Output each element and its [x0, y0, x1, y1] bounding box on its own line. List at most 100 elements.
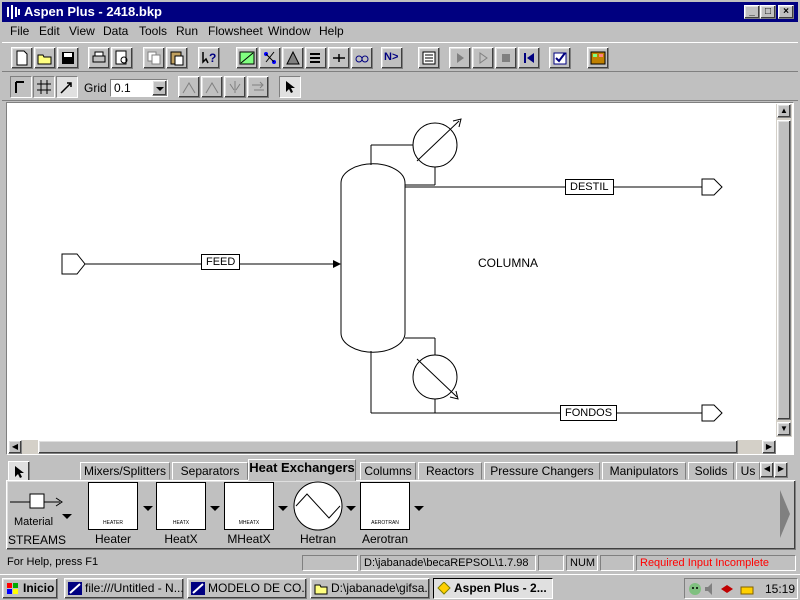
material-stream-icon[interactable] [10, 490, 64, 514]
palette-scroll-right-icon[interactable] [778, 486, 792, 542]
setup-button[interactable] [282, 47, 304, 69]
model-mheatx[interactable]: MHEATX [224, 482, 274, 530]
menu-view[interactable]: View [69, 24, 95, 38]
horizontal-scrollbar[interactable]: ◀ ▶ [8, 440, 776, 454]
model-heater[interactable]: HEATER [88, 482, 138, 530]
vertical-scrollbar[interactable]: ▲ ▼ [776, 104, 792, 437]
horizontal-scroll-thumb[interactable] [38, 440, 738, 454]
step-button[interactable] [472, 47, 494, 69]
copy-button[interactable] [143, 47, 165, 69]
tab-mixers-splitters[interactable]: Mixers/Splitters [80, 462, 170, 480]
model-library-button[interactable] [587, 47, 609, 69]
window-title: Aspen Plus - 2418.bkp [24, 4, 162, 19]
run-button[interactable] [449, 47, 471, 69]
taskbar-item-folder[interactable]: D:\jabanade\gifsa... [310, 578, 430, 599]
columna-block[interactable] [340, 163, 406, 353]
check-results-button[interactable] [549, 47, 571, 69]
flip-button[interactable] [224, 76, 246, 98]
vertical-scroll-thumb[interactable] [777, 120, 791, 420]
fondos-stream-label[interactable]: FONDOS [560, 405, 618, 421]
stream-type-dropdown-icon[interactable] [62, 514, 72, 519]
model-aerotran[interactable]: AEROTRAN [360, 482, 410, 530]
tray-network-icon[interactable] [721, 585, 733, 593]
tab-scroll-right-icon[interactable]: ▶ [774, 462, 788, 478]
menu-window[interactable]: Window [268, 24, 311, 38]
heatx-dropdown-icon[interactable] [210, 506, 220, 511]
next-button[interactable]: N> [381, 47, 403, 69]
hetran-dropdown-icon[interactable] [346, 506, 356, 511]
streams-button[interactable] [351, 47, 373, 69]
new-button[interactable] [11, 47, 33, 69]
taskbar-item-modelo[interactable]: MODELO DE CO... [187, 578, 307, 599]
tab-reactors[interactable]: Reactors [418, 462, 482, 480]
menu-data[interactable]: Data [103, 24, 129, 38]
taskbar-item-folder-label: D:\jabanade\gifsa... [331, 581, 430, 595]
print-button[interactable] [88, 47, 110, 69]
tab-scroll-left-icon[interactable]: ◀ [760, 462, 774, 478]
mheatx-dropdown-icon[interactable] [278, 506, 288, 511]
start-button[interactable]: Inicio [2, 578, 58, 599]
heater-dropdown-icon[interactable] [143, 506, 153, 511]
tab-manipulators[interactable]: Manipulators [602, 462, 686, 480]
fondos-product-arrow-icon[interactable] [701, 404, 723, 422]
tab-pressure-changers[interactable]: Pressure Changers [484, 462, 600, 480]
aspen-app-icon[interactable] [6, 5, 20, 19]
stop-button[interactable] [495, 47, 517, 69]
data-browser-button[interactable] [236, 47, 258, 69]
feed-source-arrow-icon[interactable] [61, 253, 86, 275]
reinitialize-button[interactable] [518, 47, 540, 69]
columna-block-label[interactable]: COLUMNA [478, 256, 539, 270]
destil-stream-label[interactable]: DESTIL [565, 179, 614, 195]
menu-flowsheet[interactable]: Flowsheet [208, 24, 263, 38]
control-panel-button[interactable] [418, 47, 440, 69]
scroll-down-icon[interactable]: ▼ [777, 422, 791, 436]
flowsheet-button[interactable] [259, 47, 281, 69]
flowsheet-canvas[interactable]: FEED DESTIL FONDOS COLUMNA [6, 102, 794, 455]
menu-help[interactable]: Help [319, 24, 344, 38]
menu-edit[interactable]: Edit [39, 24, 60, 38]
aerotran-dropdown-icon[interactable] [414, 506, 424, 511]
volume-icon[interactable] [705, 583, 712, 595]
rotate-right-button[interactable] [201, 76, 223, 98]
menu-file[interactable]: File [10, 24, 30, 38]
taskbar-item-notepad[interactable]: file:///Untitled - N... [64, 578, 184, 599]
components-button[interactable] [305, 47, 327, 69]
scroll-left-icon[interactable]: ◀ [8, 440, 22, 454]
align-button[interactable] [10, 76, 32, 98]
whats-this-button[interactable]: ? [198, 47, 220, 69]
palette-select-button[interactable] [8, 461, 30, 483]
status-blank-panel [538, 555, 564, 571]
snap-button[interactable] [56, 76, 78, 98]
model-hetran[interactable] [292, 480, 344, 532]
menu-run[interactable]: Run [176, 24, 199, 38]
grid-size-select[interactable]: 0.1 [110, 79, 168, 97]
paste-button[interactable] [166, 47, 188, 69]
properties-button[interactable] [328, 47, 350, 69]
tab-solids[interactable]: Solids [688, 462, 734, 480]
destil-product-arrow-icon[interactable] [701, 178, 723, 196]
open-button[interactable] [34, 47, 56, 69]
menu-tools[interactable]: Tools [139, 24, 168, 38]
scroll-up-icon[interactable]: ▲ [777, 104, 791, 118]
tray-monitor-icon[interactable] [689, 583, 701, 595]
print-preview-button[interactable] [111, 47, 133, 69]
maximize-button[interactable]: □ [760, 5, 776, 19]
scroll-right-icon[interactable]: ▶ [762, 440, 776, 454]
rotate-left-button[interactable] [178, 76, 200, 98]
tab-heat-exchangers[interactable]: Heat Exchangers [248, 459, 356, 481]
tab-user-models[interactable]: Us [736, 462, 760, 480]
exchange-icon-button[interactable] [247, 76, 269, 98]
working-directory: D:\jabanade\becaREPSOL\1.7.98 [360, 555, 536, 571]
close-button[interactable]: × [778, 5, 794, 19]
tray-printer-icon[interactable] [740, 586, 754, 595]
chevron-down-icon[interactable] [152, 80, 167, 96]
model-heatx[interactable]: HEATX [156, 482, 206, 530]
minimize-button[interactable]: _ [744, 5, 760, 19]
save-button[interactable] [57, 47, 79, 69]
taskbar-item-aspen[interactable]: Aspen Plus - 2... [433, 578, 553, 599]
grid-toggle-button[interactable] [33, 76, 55, 98]
feed-stream-label[interactable]: FEED [201, 254, 241, 270]
tab-separators[interactable]: Separators [172, 462, 248, 480]
tab-columns[interactable]: Columns [360, 462, 416, 480]
select-mode-button[interactable] [279, 76, 301, 98]
